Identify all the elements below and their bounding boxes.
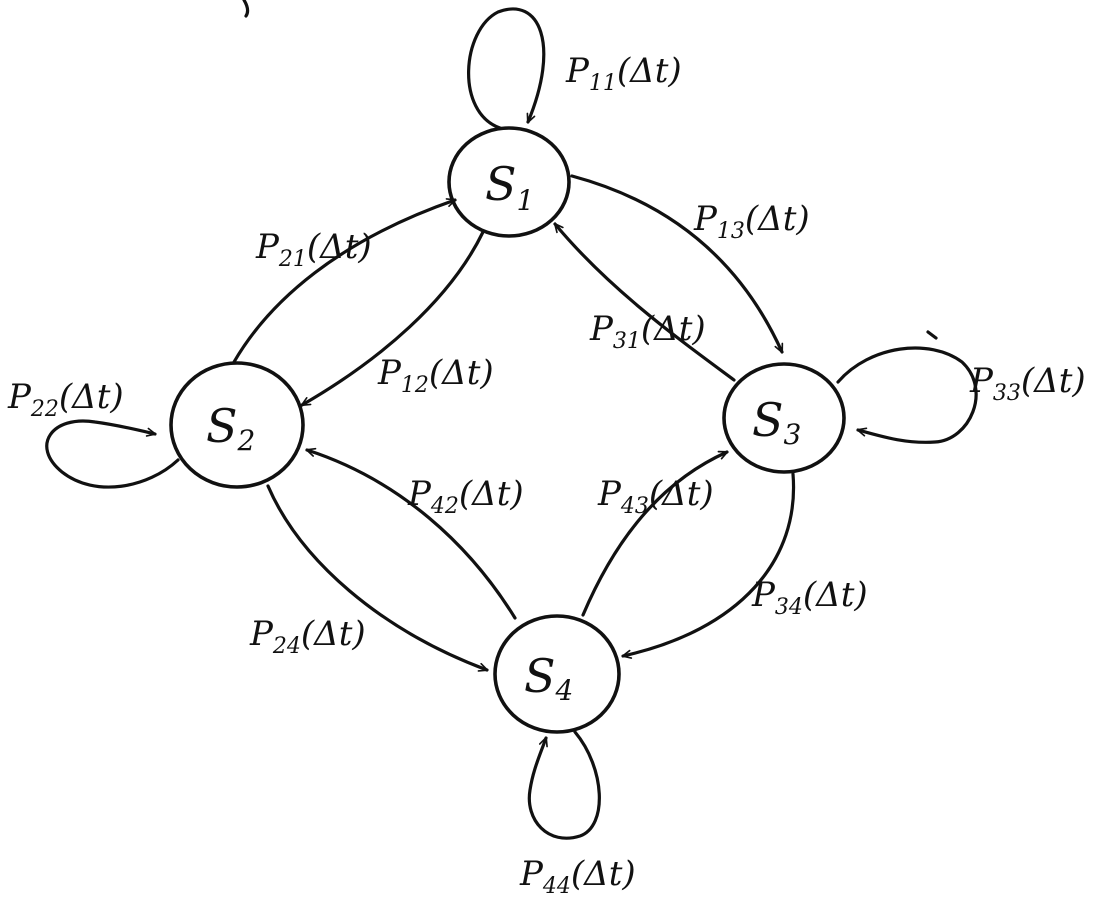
ink-dot bbox=[926, 330, 938, 340]
label-p22: P22(Δt) bbox=[7, 377, 124, 422]
label-p12: P12(Δt) bbox=[377, 353, 494, 398]
edge-p34 bbox=[621, 472, 796, 659]
label-p13: P13(Δt) bbox=[693, 199, 810, 244]
state-node-s2: S2 bbox=[169, 361, 305, 489]
svg-text:S4: S4 bbox=[524, 649, 573, 707]
svg-text:S2: S2 bbox=[206, 399, 255, 457]
label-p31: P31(Δt) bbox=[589, 309, 706, 354]
state-subscript: 4 bbox=[555, 674, 574, 707]
edge-p13 bbox=[570, 174, 784, 354]
label-p44: P44(Δt) bbox=[519, 854, 636, 899]
edge-p43 bbox=[581, 450, 729, 617]
state-node-s4: S4 bbox=[493, 614, 621, 734]
state-label: S bbox=[206, 399, 238, 453]
edge-p44 bbox=[527, 730, 601, 840]
edge-p21 bbox=[232, 198, 457, 364]
edge-p31 bbox=[553, 222, 736, 382]
edge-p24 bbox=[266, 484, 489, 672]
edge-p42 bbox=[305, 447, 517, 620]
state-label: S bbox=[752, 393, 784, 447]
state-node-s3: S3 bbox=[722, 362, 846, 474]
edge-p33 bbox=[836, 346, 978, 444]
label-p42: P42(Δt) bbox=[407, 474, 524, 519]
state-label: S bbox=[524, 649, 556, 703]
state-subscript: 3 bbox=[784, 418, 802, 451]
state-label: S bbox=[485, 157, 517, 211]
edge-p12 bbox=[300, 230, 485, 407]
state-subscript: 2 bbox=[237, 424, 256, 457]
svg-text:S1: S1 bbox=[485, 157, 534, 217]
label-p34: P34(Δt) bbox=[751, 575, 868, 620]
state-subscript: 1 bbox=[517, 184, 535, 217]
stray-mark bbox=[242, 0, 250, 18]
label-p43: P43(Δt) bbox=[597, 474, 714, 519]
edge-p22 bbox=[45, 419, 180, 489]
edge-p11 bbox=[467, 7, 546, 130]
label-p21: P21(Δt) bbox=[255, 227, 372, 272]
svg-text:S3: S3 bbox=[752, 393, 801, 451]
label-p33: P33(Δt) bbox=[969, 361, 1086, 406]
label-p24: P24(Δt) bbox=[249, 614, 366, 659]
label-p11: P11(Δt) bbox=[565, 51, 682, 96]
state-node-s1: S1 bbox=[447, 126, 571, 238]
